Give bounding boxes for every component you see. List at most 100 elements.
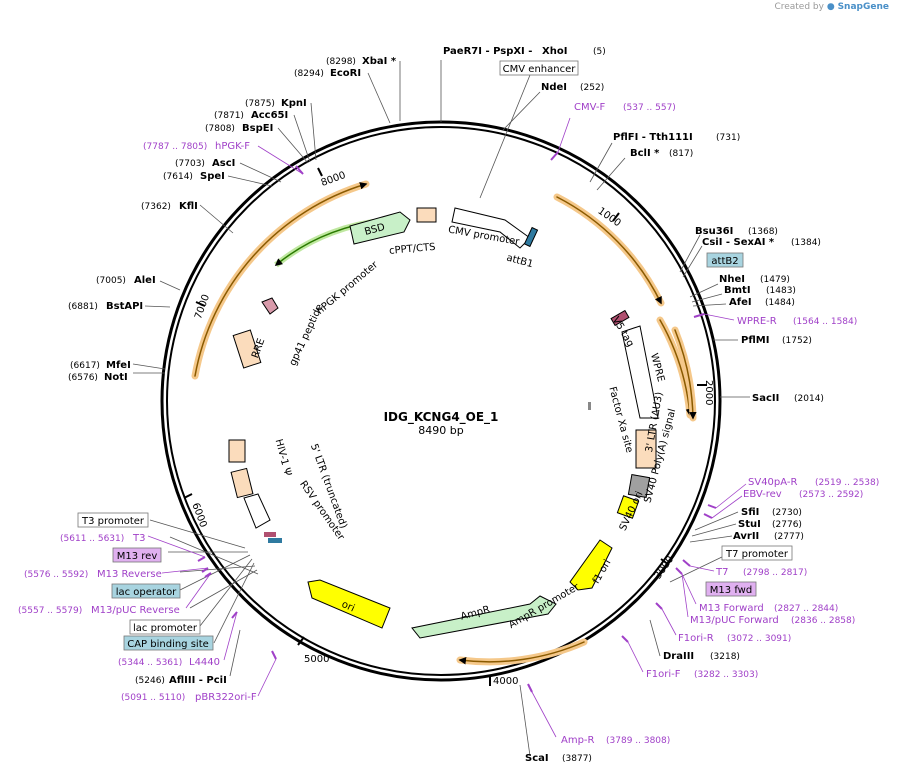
- rre-box: [232, 329, 262, 369]
- site-label: XbaI *: [362, 56, 397, 67]
- site-label: KflI: [179, 201, 198, 212]
- site-label: PaeR7I - PspXI -: [443, 46, 532, 57]
- primer-marks: [197, 151, 717, 693]
- attb1-box: [523, 226, 539, 248]
- primer-label: CMV-F: [574, 102, 605, 113]
- tick-label: 8000: [320, 170, 348, 189]
- site-label: NotI: [104, 372, 128, 383]
- primer-pos: (2827 .. 2844): [774, 604, 838, 614]
- box-cap-site: CAP binding site: [127, 639, 209, 650]
- site-label: AscI: [212, 158, 235, 169]
- site-pos: (1483): [766, 286, 796, 296]
- primer-label: F1ori-F: [646, 669, 681, 680]
- site-pos: (2730): [772, 508, 802, 518]
- primer-pos: (7787 .. 7805): [143, 142, 207, 152]
- primer-label: M13/pUC Reverse: [91, 605, 180, 616]
- primer-pos: (3282 .. 3303): [694, 670, 758, 680]
- site-pos: (6576): [68, 373, 98, 383]
- feature-ori: ori: [340, 599, 356, 614]
- primer-label: T3: [132, 533, 145, 544]
- rsv-promoter-arrow: [243, 493, 271, 529]
- site-pos: (1752): [782, 336, 812, 346]
- primer-label: WPRE-R: [737, 316, 777, 327]
- site-label: AfeI: [729, 297, 752, 308]
- primer-pos: (5344 .. 5361): [118, 658, 182, 668]
- tick-label: 2000: [703, 380, 714, 405]
- primer-label: F1ori-R: [678, 633, 714, 644]
- tick-label: 4000: [493, 676, 518, 687]
- box-cmv-enhancer: CMV enhancer: [503, 64, 577, 75]
- site-pos: (1384): [791, 238, 821, 248]
- site-pos: (7875): [245, 99, 275, 109]
- feature-bsd: BSD: [363, 222, 386, 238]
- site-label: EcoRI: [330, 68, 361, 79]
- site-label: KpnI: [281, 98, 307, 109]
- site-pos: (7808): [205, 124, 235, 134]
- site-label: BspEI: [242, 123, 273, 134]
- site-pos: (6617): [70, 361, 100, 371]
- primer-pos: (2798 .. 2817): [743, 568, 807, 578]
- primer-label: EBV-rev: [743, 489, 782, 500]
- feature-factor-xa: Factor Xa site: [606, 386, 634, 455]
- site-pos: (1484): [765, 298, 795, 308]
- primer-pos: (537 .. 557): [623, 103, 676, 113]
- primer-pos: (2519 .. 2538): [815, 478, 879, 488]
- primer-label: pBR322ori-F: [195, 692, 257, 703]
- site-label: NdeI: [541, 82, 567, 93]
- site-pos: (817): [669, 149, 693, 159]
- site-pos: (3877): [562, 754, 592, 764]
- feature-labels: BSD cPPT/CTS CMV promoter attB1 hPGK pro…: [250, 222, 678, 631]
- site-label: DraIII: [663, 651, 694, 662]
- site-label: SacII: [752, 393, 779, 404]
- credit-prefix: Created by: [774, 2, 824, 12]
- primer-label: Amp-R: [561, 735, 595, 746]
- site-pos: (1479): [760, 275, 790, 285]
- site-pos: (7871): [214, 111, 244, 121]
- ltr5-box: [228, 439, 246, 463]
- box-t3-promoter: T3 promoter: [81, 516, 145, 527]
- feature-gp41: gp41 peptide: [288, 303, 326, 368]
- primer-pos: (5576 .. 5592): [24, 570, 88, 580]
- primer-pos: (5091 .. 5110): [121, 693, 185, 703]
- feature-hiv-psi: HIV-1 Ψ: [273, 438, 293, 477]
- site-label: StuI: [738, 519, 761, 530]
- cppt-box: [416, 207, 437, 223]
- site-label: AflIII - PciI: [169, 675, 227, 686]
- site-pos: (2777): [774, 532, 804, 542]
- site-pos: (252): [580, 83, 604, 93]
- site-pos: (8294): [294, 69, 324, 79]
- orf-arcs: [191, 180, 697, 666]
- site-label: MfeI: [106, 360, 131, 371]
- ori-arrow: [307, 579, 391, 629]
- site-label: BclI *: [630, 148, 660, 159]
- tick-label: 7000: [193, 293, 212, 321]
- primer-label: M13 Reverse: [97, 569, 162, 580]
- feature-blocks: [228, 207, 659, 639]
- credit-brand: SnapGene: [837, 2, 889, 12]
- site-label: AleI: [134, 275, 156, 286]
- site-pos: (3218): [710, 652, 740, 662]
- tick-marks: [183, 167, 707, 686]
- box-m13-rev: M13 rev: [117, 551, 158, 562]
- ltr3-box: [635, 429, 657, 469]
- site-label: Bsu36I: [695, 226, 733, 237]
- site-pos: (2776): [772, 520, 802, 530]
- hiv-psi-box: [230, 467, 254, 499]
- factor-xa-mark: [588, 402, 591, 410]
- site-pos: (7703): [175, 159, 205, 169]
- box-m13-fwd: M13 fwd: [710, 585, 752, 596]
- site-label: PflMI: [741, 335, 769, 346]
- box-t7-promoter: T7 promoter: [725, 549, 789, 560]
- site-label: PflFI - Tth111I: [613, 132, 693, 143]
- site-pos: (7362): [141, 202, 171, 212]
- ampr-arrow: [411, 595, 557, 639]
- site-pos: (731): [716, 133, 740, 143]
- map-length: 8490 bp: [418, 424, 463, 437]
- sv40-polya: [627, 474, 651, 498]
- primer-label: T7: [715, 567, 728, 578]
- boxed-labels: CMV enhancer attB2 T7 promoter M13 fwd T…: [77, 60, 793, 651]
- site-pos: (5): [593, 47, 606, 57]
- primer-label: L4440: [189, 657, 220, 668]
- feature-attb1: attB1: [505, 253, 534, 271]
- primer-pos: (2573 .. 2592): [799, 490, 863, 500]
